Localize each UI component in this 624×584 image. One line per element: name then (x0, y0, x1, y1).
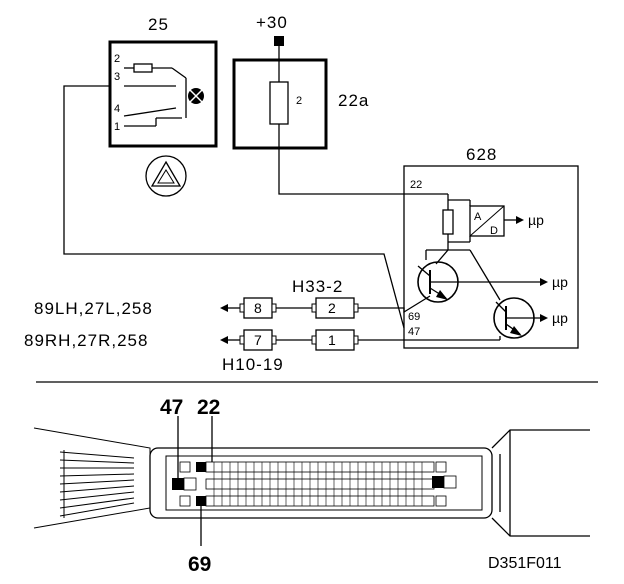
connector-h10-19: 8 7 H10-19 (222, 297, 284, 374)
pin-47-marker (172, 478, 184, 490)
module-pin-69: 69 (408, 311, 420, 323)
module-pin-22: 22 (410, 179, 422, 191)
reference-top-label: 89LH,27L,258 (34, 299, 153, 318)
switch-pin-1: 1 (114, 121, 120, 133)
switch-pin-2: 2 (114, 53, 120, 65)
supply-label: +30 (256, 13, 288, 32)
h33-pin-1: 1 (328, 332, 336, 348)
h33-pin-2: 2 (328, 300, 336, 316)
ecu-pin-label-47: 47 (160, 396, 183, 419)
switch-25: 25 2 3 4 1 (108, 15, 218, 148)
transistor-2: µp (493, 297, 568, 339)
output-up-1: µp (528, 212, 544, 228)
h10-19-label: H10-19 (222, 355, 284, 374)
pin-rows (205, 461, 435, 507)
ecu-connector: 47 22 69 (33, 396, 590, 576)
output-up-3: µp (552, 310, 568, 326)
figure-code: D351F011 (488, 555, 562, 572)
adc-block: A D µp (469, 205, 544, 237)
module-628: 628 22 69 47 A D µp (403, 145, 579, 349)
h10-pin-7: 7 (254, 332, 262, 348)
wires (63, 85, 501, 341)
svg-text:A: A (474, 211, 482, 223)
ecu-pin-label-69: 69 (188, 553, 211, 576)
h33-2-label: H33-2 (292, 277, 343, 296)
hazard-warning-icon (145, 155, 187, 197)
pin-22-marker (196, 462, 206, 472)
module-pin-47: 47 (408, 326, 420, 338)
ecu-pin-label-22: 22 (197, 396, 220, 419)
transistor-1: µp (417, 261, 568, 303)
svg-text:D: D (490, 225, 498, 237)
fuse-pin-2: 2 (296, 95, 302, 107)
cable-harness (33, 427, 151, 529)
switch-pin-4: 4 (114, 103, 120, 115)
lamp-icon (188, 88, 204, 104)
reference-bottom-label: 89RH,27R,258 (24, 331, 148, 350)
reference-bottom: 89RH,27R,258 (24, 331, 240, 350)
switch-25-label: 25 (148, 15, 169, 34)
fuse-22a: +30 2 22a (232, 13, 369, 150)
connector-h33-2: 2 1 H33-2 (292, 277, 359, 351)
fuse-22a-label: 22a (338, 91, 369, 110)
switch-pin-3: 3 (114, 71, 120, 83)
output-up-2: µp (552, 274, 568, 290)
module-628-label: 628 (466, 145, 497, 164)
reference-top: 89LH,27L,258 (34, 299, 240, 318)
pin-69-marker (196, 496, 206, 506)
h10-pin-8: 8 (254, 300, 262, 316)
